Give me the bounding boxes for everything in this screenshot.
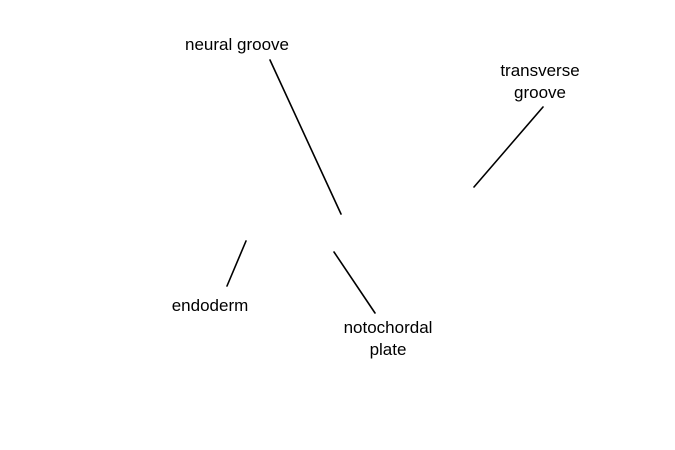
label-neural-groove: neural groove	[162, 34, 312, 56]
label-transverse-groove: transverse groove	[480, 60, 600, 104]
leader-line-endoderm	[226, 240, 247, 287]
label-endoderm-text: endoderm	[171, 296, 249, 315]
leader-line-transverse-groove	[473, 106, 544, 188]
label-notochordal-plate-line-1: notochordal	[343, 318, 433, 337]
leader-line-neural-groove	[269, 59, 342, 215]
label-endoderm: endoderm	[150, 295, 270, 317]
label-notochordal-plate: notochordal plate	[318, 317, 458, 361]
label-transverse-groove-line-1: transverse	[500, 61, 580, 80]
label-transverse-groove-line-2: groove	[514, 83, 566, 102]
label-neural-groove-text: neural groove	[185, 35, 289, 54]
label-notochordal-plate-line-2: plate	[369, 340, 407, 359]
leader-line-notochordal-plate	[333, 251, 376, 314]
